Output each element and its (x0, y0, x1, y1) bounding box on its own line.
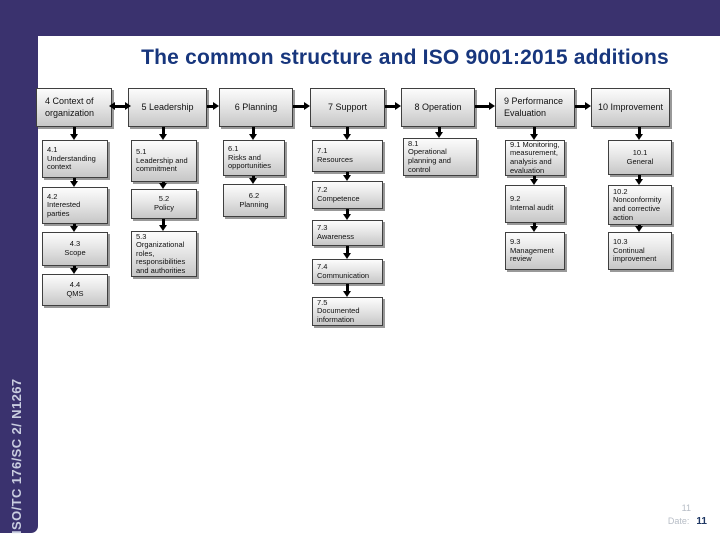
header-box-label: 10 Improvement (597, 101, 664, 112)
right-arrow-9-10-icon (575, 102, 591, 110)
header-box-6-planning: 6 Planning (219, 88, 293, 127)
right-arrow-6-7-icon (293, 102, 310, 110)
down-arrow-icon (159, 182, 167, 189)
header-box-label: 6 Planning (234, 101, 278, 112)
right-arrow-8-9-icon (475, 102, 495, 110)
down-arrow-icon (343, 127, 351, 140)
down-arrow-icon (530, 223, 538, 232)
down-arrow-icon (635, 127, 643, 140)
sub-box-label: 7.2 Competence (317, 185, 360, 203)
right-arrow-7-8-icon (385, 102, 401, 110)
sub-box-5-1-leadership-and-commitment: 5.1 Leadership and commitment (131, 140, 197, 182)
header-box-label: 4 Context of organization (45, 96, 95, 118)
down-arrow-icon (530, 176, 538, 185)
down-arrow-icon (343, 209, 351, 220)
header-box-10-improvement: 10 Improvement (591, 88, 670, 127)
down-arrow-icon (70, 178, 78, 187)
sub-box-label: 6.1 Risks and opportunities (228, 144, 271, 171)
sub-box-label: 7.1 Resources (317, 146, 353, 164)
sub-box-7-5-documented-information: 7.5 Documented information (312, 297, 383, 326)
footer-date-row: Date: 11 (668, 516, 707, 527)
sub-box-10-2-nonconformity-corrective-action: 10.2 Nonconformity and corrective action (608, 185, 672, 225)
down-arrow-icon (249, 127, 257, 140)
down-arrow-icon (435, 127, 443, 138)
down-arrow-icon (159, 219, 167, 231)
sub-box-9-1-monitoring-measurement: 9.1 Monitoring, measurement, analysis an… (505, 140, 565, 176)
down-arrow-icon (159, 127, 167, 140)
sub-box-label: 5.2 Policy (153, 194, 174, 212)
sub-box-label: 8.1 Operational planning and control (408, 138, 451, 174)
sub-box-4-2-interested-parties: 4.2 Interested parties (42, 187, 108, 224)
header-box-label: 8 Operation (414, 101, 462, 112)
header-box-9-performance-evaluation: 9 Performance Evaluation (495, 88, 575, 127)
double-arrow-4-5-icon (109, 102, 131, 110)
sub-box-label: 10.2 Nonconformity and corrective action (613, 186, 662, 222)
down-arrow-icon (70, 127, 78, 140)
header-box-label: 5 Leadership (141, 101, 194, 112)
sub-box-label: 7.5 Documented information (317, 297, 360, 324)
down-arrow-icon (530, 127, 538, 140)
header-box-8-operation: 8 Operation (401, 88, 475, 127)
down-arrow-icon (249, 176, 257, 184)
sub-box-label: 9.1 Monitoring, measurement, analysis an… (510, 139, 560, 175)
sub-box-6-1-risks-and-opportunities: 6.1 Risks and opportunities (223, 140, 285, 176)
slide-title: The common structure and ISO 9001:2015 a… (141, 46, 669, 69)
right-arrow-5-6-icon (207, 102, 219, 110)
sub-box-label: 4.1 Understanding context (47, 145, 96, 172)
sub-box-label: 4.4 QMS (66, 280, 84, 298)
sub-box-label: 9.3 Management review (510, 237, 554, 264)
sub-box-9-3-management-review: 9.3 Management review (505, 232, 565, 270)
date-label: Date: (667, 516, 690, 526)
sub-box-7-4-communication: 7.4 Communication (312, 259, 383, 284)
sub-box-label: 6.2 Planning (239, 190, 269, 209)
sub-box-label: 4.3 Scope (64, 239, 86, 257)
sub-box-7-1-resources: 7.1 Resources (312, 140, 383, 172)
sub-box-label: 10.1 General (626, 147, 654, 166)
down-arrow-icon (635, 225, 643, 232)
sub-box-label: 10.3 Continual improvement (613, 237, 657, 264)
sub-box-label: 5.3 Organizational roles, responsibiliti… (136, 231, 186, 275)
top-border-band (0, 0, 720, 36)
header-box-4-context-of-organization: 4 Context of organization (36, 88, 112, 127)
sub-box-label: 7.4 Communication (317, 261, 370, 280)
header-box-5-leadership: 5 Leadership (128, 88, 207, 127)
sub-box-4-1-understanding-context: 4.1 Understanding context (42, 140, 108, 178)
sub-box-4-3-scope: 4.3 Scope (42, 232, 108, 266)
down-arrow-icon (70, 266, 78, 274)
sub-box-8-1-operational-planning-and-control: 8.1 Operational planning and control (403, 138, 477, 176)
document-reference-vertical-label: ISO/TC 176/SC 2/ N1267 (9, 378, 24, 534)
sub-box-10-1-general: 10.1 General (608, 140, 672, 175)
sub-box-label: 4.2 Interested parties (47, 191, 81, 218)
down-arrow-icon (343, 284, 351, 297)
sub-box-4-4-qms: 4.4 QMS (42, 274, 108, 306)
sub-box-5-2-policy: 5.2 Policy (131, 189, 197, 219)
sub-box-7-2-competence: 7.2 Competence (312, 181, 383, 209)
header-box-label: 7 Support (327, 101, 368, 112)
sub-box-9-2-internal-audit: 9.2 Internal audit (505, 185, 565, 223)
down-arrow-icon (635, 175, 643, 185)
down-arrow-icon (70, 224, 78, 232)
sub-box-6-2-planning: 6.2 Planning (223, 184, 285, 217)
sub-box-label: 7.3 Awareness (317, 223, 354, 241)
down-arrow-icon (343, 246, 351, 259)
header-box-label: 9 Performance Evaluation (504, 96, 564, 118)
sub-box-7-3-awareness: 7.3 Awareness (312, 220, 383, 246)
page-number: 11 (696, 516, 707, 527)
down-arrow-icon (343, 172, 351, 181)
sub-box-5-3-organizational-roles: 5.3 Organizational roles, responsibiliti… (131, 231, 197, 277)
left-border-band (0, 0, 38, 533)
sub-box-10-3-continual-improvement: 10.3 Continual improvement (608, 232, 672, 270)
sub-box-label: 5.1 Leadership and commitment (136, 147, 188, 174)
slide-number-faint: 11 (681, 503, 691, 513)
sub-box-label: 9.2 Internal audit (510, 194, 554, 212)
header-box-7-support: 7 Support (310, 88, 385, 127)
